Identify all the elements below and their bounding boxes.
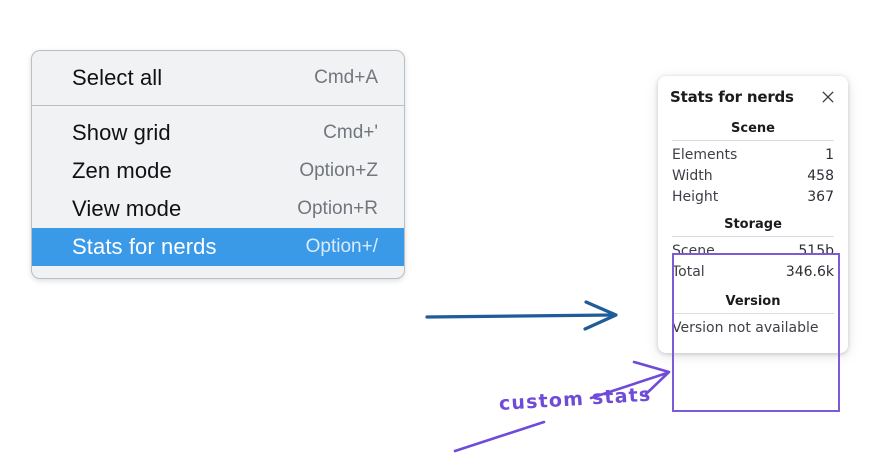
menu-item-shortcut: Cmd+' bbox=[323, 122, 378, 143]
custom-stats-annotation-label: custom stats bbox=[498, 383, 653, 415]
arrow-right-icon bbox=[425, 300, 618, 331]
menu-item-view-mode[interactable]: View mode Option+R bbox=[32, 190, 404, 228]
section-version: Version Version not available bbox=[670, 293, 836, 339]
stat-key: Height bbox=[672, 189, 719, 205]
stat-value: 458 bbox=[807, 168, 834, 184]
menu-item-label: Zen mode bbox=[72, 158, 172, 183]
menu-item-stats-for-nerds[interactable]: Stats for nerds Option+/ bbox=[32, 228, 404, 266]
underline-stroke bbox=[453, 420, 546, 453]
menu-item-show-grid[interactable]: Show grid Cmd+' bbox=[32, 114, 404, 152]
stat-key: Elements bbox=[672, 147, 738, 163]
menu-item-shortcut: Option+/ bbox=[305, 236, 378, 257]
section-divider bbox=[672, 140, 834, 141]
menu-item-shortcut: Option+Z bbox=[299, 160, 378, 181]
table-row: Width 458 bbox=[670, 166, 836, 187]
menu-item-shortcut: Option+R bbox=[297, 198, 378, 219]
version-value: Version not available bbox=[672, 320, 819, 336]
table-row: Total 346.6k bbox=[670, 262, 836, 283]
stat-key: Scene bbox=[672, 243, 715, 259]
menu-group-2: Show grid Cmd+' Zen mode Option+Z View m… bbox=[32, 114, 404, 266]
context-menu[interactable]: Select all Cmd+A Show grid Cmd+' Zen mod… bbox=[31, 50, 405, 279]
menu-item-label: Stats for nerds bbox=[72, 234, 217, 259]
menu-group-1: Select all Cmd+A bbox=[32, 59, 404, 97]
stat-key: Total bbox=[672, 264, 705, 280]
table-row: Scene 515b bbox=[670, 241, 836, 262]
section-divider bbox=[672, 313, 834, 314]
panel-header: Stats for nerds bbox=[670, 88, 836, 106]
menu-item-label: Select all bbox=[72, 65, 163, 90]
panel-title: Stats for nerds bbox=[670, 88, 794, 106]
menu-item-label: View mode bbox=[72, 196, 182, 221]
section-storage: Storage Scene 515b Total 346.6k bbox=[670, 216, 836, 283]
menu-item-select-all[interactable]: Select all Cmd+A bbox=[32, 59, 404, 97]
menu-divider bbox=[32, 105, 404, 106]
section-divider bbox=[672, 236, 834, 237]
stat-value: 515b bbox=[798, 243, 834, 259]
table-row: Height 367 bbox=[670, 187, 836, 208]
menu-item-label: Show grid bbox=[72, 120, 171, 145]
stat-key: Width bbox=[672, 168, 713, 184]
menu-item-shortcut: Cmd+A bbox=[314, 67, 378, 88]
stat-value: 1 bbox=[825, 147, 834, 163]
menu-item-zen-mode[interactable]: Zen mode Option+Z bbox=[32, 152, 404, 190]
section-title: Scene bbox=[731, 121, 775, 136]
close-icon[interactable] bbox=[820, 89, 836, 105]
stats-for-nerds-panel: Stats for nerds Scene Elements 1 Width 4… bbox=[658, 76, 848, 353]
table-row: Elements 1 bbox=[670, 145, 836, 166]
stat-value: 367 bbox=[807, 189, 834, 205]
section-scene: Scene Elements 1 Width 458 Height 367 bbox=[670, 120, 836, 208]
section-title: Storage bbox=[724, 217, 782, 232]
stat-value: 346.6k bbox=[785, 264, 834, 280]
section-title: Version bbox=[725, 294, 781, 309]
